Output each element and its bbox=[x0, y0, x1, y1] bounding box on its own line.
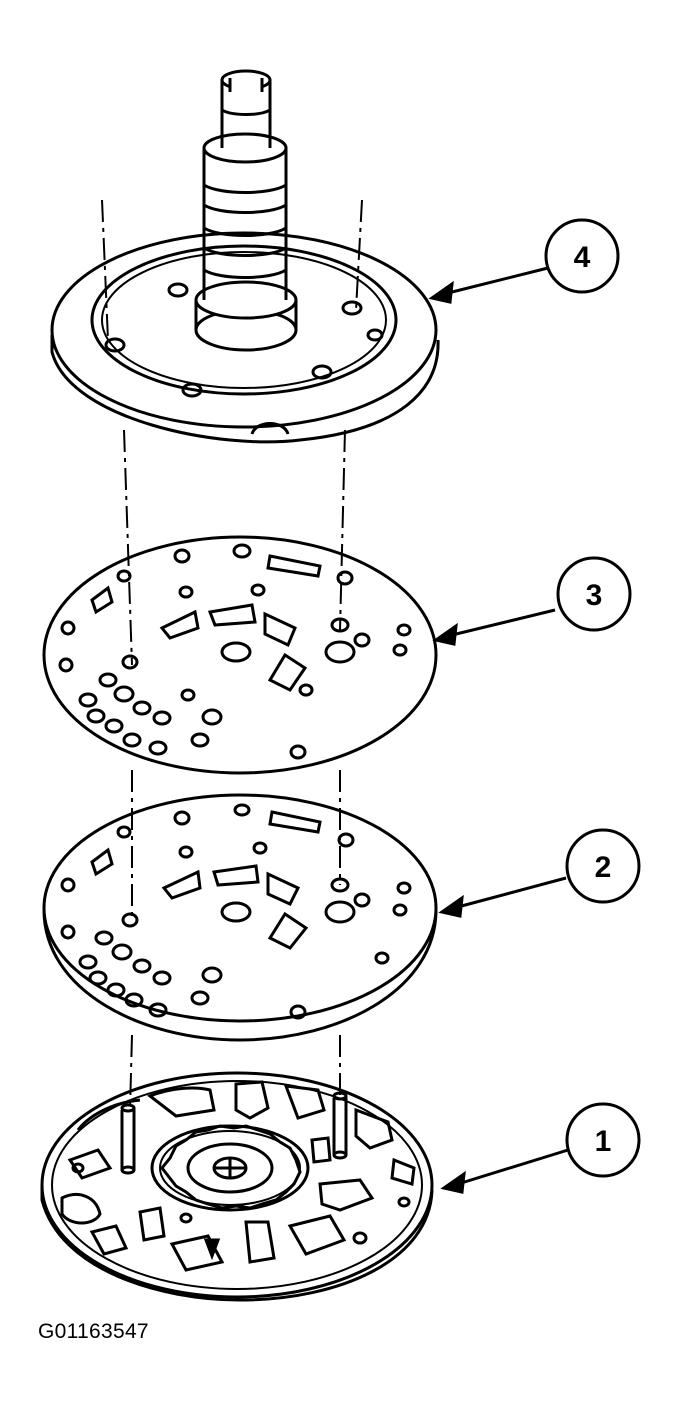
figure-id: G01163547 bbox=[38, 1320, 149, 1343]
callout-1-number: 1 bbox=[595, 1125, 612, 1158]
pump-cover bbox=[50, 69, 440, 444]
separator-plate bbox=[42, 793, 438, 1042]
callout-3: 3 bbox=[556, 556, 632, 632]
callout-4-number: 4 bbox=[574, 241, 591, 274]
callout-3-number: 3 bbox=[586, 579, 603, 612]
callout-2-number: 2 bbox=[595, 851, 612, 884]
callout-2: 2 bbox=[565, 828, 641, 904]
callout-1: 1 bbox=[565, 1102, 641, 1178]
pump-body bbox=[40, 1071, 434, 1302]
gasket bbox=[42, 535, 438, 775]
callout-4: 4 bbox=[544, 218, 620, 294]
alignment-lines bbox=[101, 199, 363, 1111]
leader-arrows bbox=[428, 266, 569, 1194]
